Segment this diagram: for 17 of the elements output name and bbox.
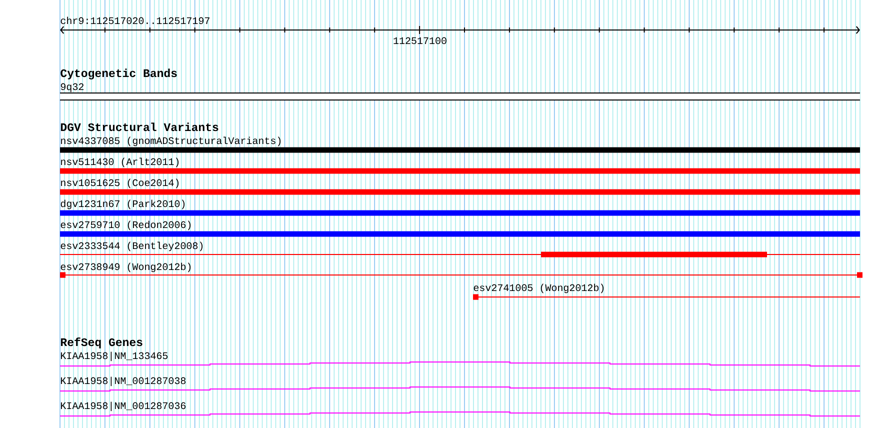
feature-label: dgv1231n67 (Park2010) xyxy=(60,200,185,210)
feature-label: nsv1051625 (Coe2014) xyxy=(61,178,179,188)
feature-label: esv2741005 (Wong2012b) xyxy=(474,284,604,294)
coordinate-range: chr9:112517020..112517197 xyxy=(60,16,210,24)
feature-label: esv2333544 (Bentley2008) xyxy=(60,242,203,252)
band-label: 9q32 xyxy=(60,83,84,92)
feature-label: esv2738949 (Wong2012b) xyxy=(60,262,191,272)
tick-label: 112517100 xyxy=(394,37,446,44)
track-heading: Cytogenetic Bands xyxy=(60,68,177,80)
track-heading: DGV Structural Variants xyxy=(60,122,218,132)
feature-label: KIAA1958|NM_133465 xyxy=(60,352,168,362)
feature-label: esv2759710 (Redon2006) xyxy=(60,220,191,230)
feature-label: KIAA1958|NM_001287036 xyxy=(60,402,186,412)
feature-label: nsv511430 (Arlt2011) xyxy=(61,158,179,168)
feature-label: KIAA1958|NM_001287038 xyxy=(60,376,186,386)
feature-label: nsv4337085 (gnomADStructuralVariants) xyxy=(61,136,281,146)
track-heading: RefSeq Genes xyxy=(60,338,142,348)
